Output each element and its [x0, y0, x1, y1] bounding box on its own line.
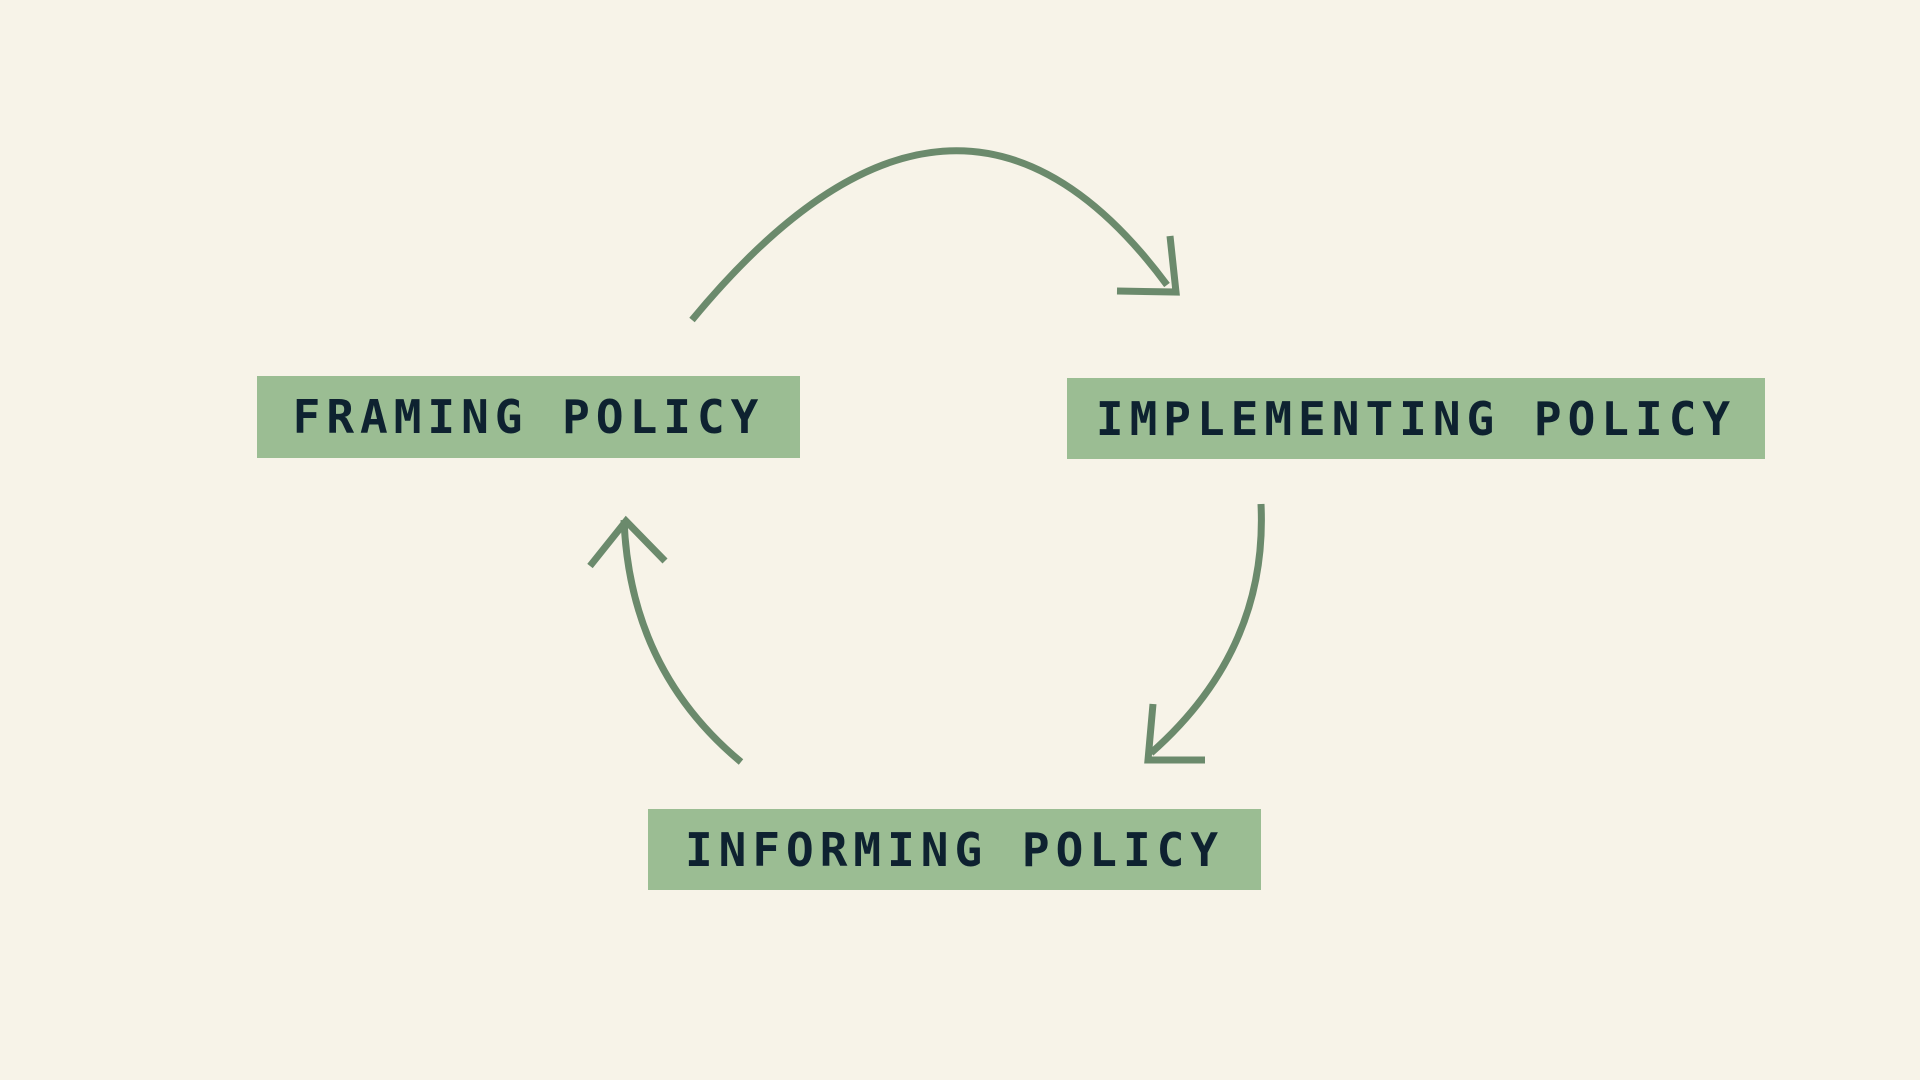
- arrow-implementing-to-informing: [1148, 503, 1265, 756]
- arrow-framing-to-implementing: [689, 147, 1170, 323]
- arrowhead-framing: [587, 515, 668, 569]
- arrow-informing-to-framing: [620, 519, 744, 765]
- node-implementing-policy: IMPLEMENTING POLICY: [1067, 378, 1765, 459]
- node-label: INFORMING POLICY: [684, 822, 1225, 877]
- arrowhead-implementing: [1116, 235, 1180, 296]
- node-framing-policy: FRAMING POLICY: [257, 376, 800, 458]
- node-informing-policy: INFORMING POLICY: [648, 809, 1261, 890]
- node-label: IMPLEMENTING POLICY: [1095, 391, 1737, 446]
- arrowhead-informing: [1144, 703, 1205, 764]
- node-label: FRAMING POLICY: [292, 390, 765, 444]
